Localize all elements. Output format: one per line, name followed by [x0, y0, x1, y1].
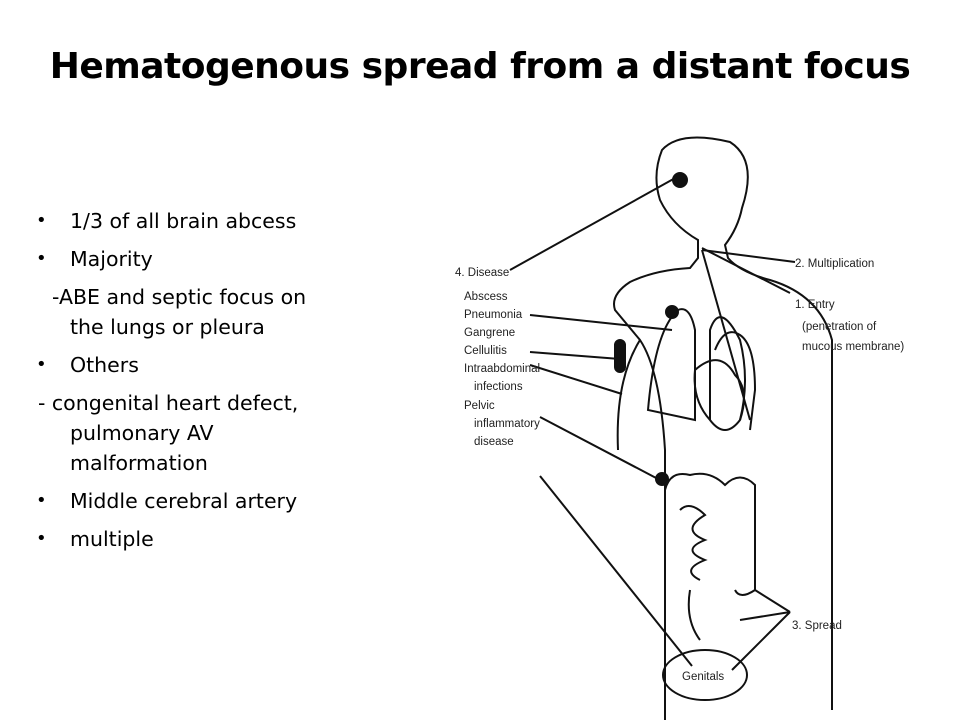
sub-text: malformation — [70, 451, 208, 475]
label-penetration: (penetration of — [802, 321, 877, 333]
bullet-icon: • — [36, 354, 47, 375]
body-diagram-svg: 4. Disease Abscess Pneumonia Gangrene Ce… — [430, 120, 904, 720]
dot-head — [672, 172, 688, 188]
intestine-small — [679, 505, 708, 581]
bullet-icon: • — [36, 490, 47, 511]
bullet-item: • multiple — [30, 524, 390, 554]
dot-arm — [614, 339, 626, 373]
left-labels: 4. Disease Abscess Pneumonia Gangrene Ce… — [455, 267, 540, 448]
bullet-item: • Others — [30, 350, 390, 380]
bullet-icon: • — [36, 528, 47, 549]
arm-left — [616, 339, 641, 451]
genitals-oval — [662, 649, 748, 701]
heart — [693, 359, 745, 431]
label-genitals: Genitals — [682, 671, 724, 683]
label-disease-2: disease — [474, 436, 514, 448]
bullet-text: Middle cerebral artery — [70, 489, 298, 513]
label-pneumonia: Pneumonia — [464, 309, 523, 321]
bullet-text: Majority — [70, 247, 153, 271]
lung-left — [646, 308, 696, 422]
bullet-icon: • — [36, 210, 47, 231]
sub-text: -ABE and septic focus on — [52, 285, 307, 309]
label-multiplication: 2. Multiplication — [795, 258, 874, 270]
bullet-text: multiple — [70, 527, 154, 551]
body-outline — [613, 136, 833, 720]
bullet-item: • Middle cerebral artery — [30, 486, 390, 516]
bullet-text: 1/3 of all brain abcess — [70, 209, 297, 233]
body-diagram: 4. Disease Abscess Pneumonia Gangrene Ce… — [430, 120, 960, 720]
rectum — [687, 589, 701, 641]
label-spread: 3. Spread — [792, 620, 842, 632]
right-labels: 2. Multiplication 1. Entry (penetration … — [682, 258, 904, 683]
sub-item: - congenital heart defect, pulmonary AV … — [30, 388, 390, 478]
bullet-text: Others — [70, 353, 139, 377]
label-infections: infections — [474, 381, 523, 393]
label-mucous: mucous membrane) — [802, 341, 904, 353]
connector-lines — [509, 176, 796, 671]
label-inflammatory: inflammatory — [474, 418, 540, 430]
dot-lung — [665, 305, 679, 319]
sub-item: -ABE and septic focus on the lungs or pl… — [30, 282, 390, 342]
bullet-item: • 1/3 of all brain abcess — [30, 206, 390, 236]
sub-text: - congenital heart defect, — [38, 391, 299, 415]
label-intraabdominal: Intraabdominal — [464, 363, 540, 375]
label-pelvic: Pelvic — [464, 400, 495, 412]
label-gangrene: Gangrene — [464, 327, 515, 339]
intestine-large — [664, 472, 756, 596]
label-cellulitis: Cellulitis — [464, 345, 507, 357]
bullet-icon: • — [36, 248, 47, 269]
bullet-list: • 1/3 of all brain abcess • Majority -AB… — [30, 206, 390, 562]
aorta — [714, 331, 757, 431]
sub-text: the lungs or pleura — [70, 315, 265, 339]
slide-title: Hematogenous spread from a distant focus — [49, 46, 911, 87]
bullet-item: • Majority — [30, 244, 390, 274]
label-abscess: Abscess — [464, 291, 508, 303]
sub-text: pulmonary AV — [70, 421, 214, 445]
label-entry: 1. Entry — [795, 299, 835, 311]
label-disease: 4. Disease — [455, 267, 509, 279]
